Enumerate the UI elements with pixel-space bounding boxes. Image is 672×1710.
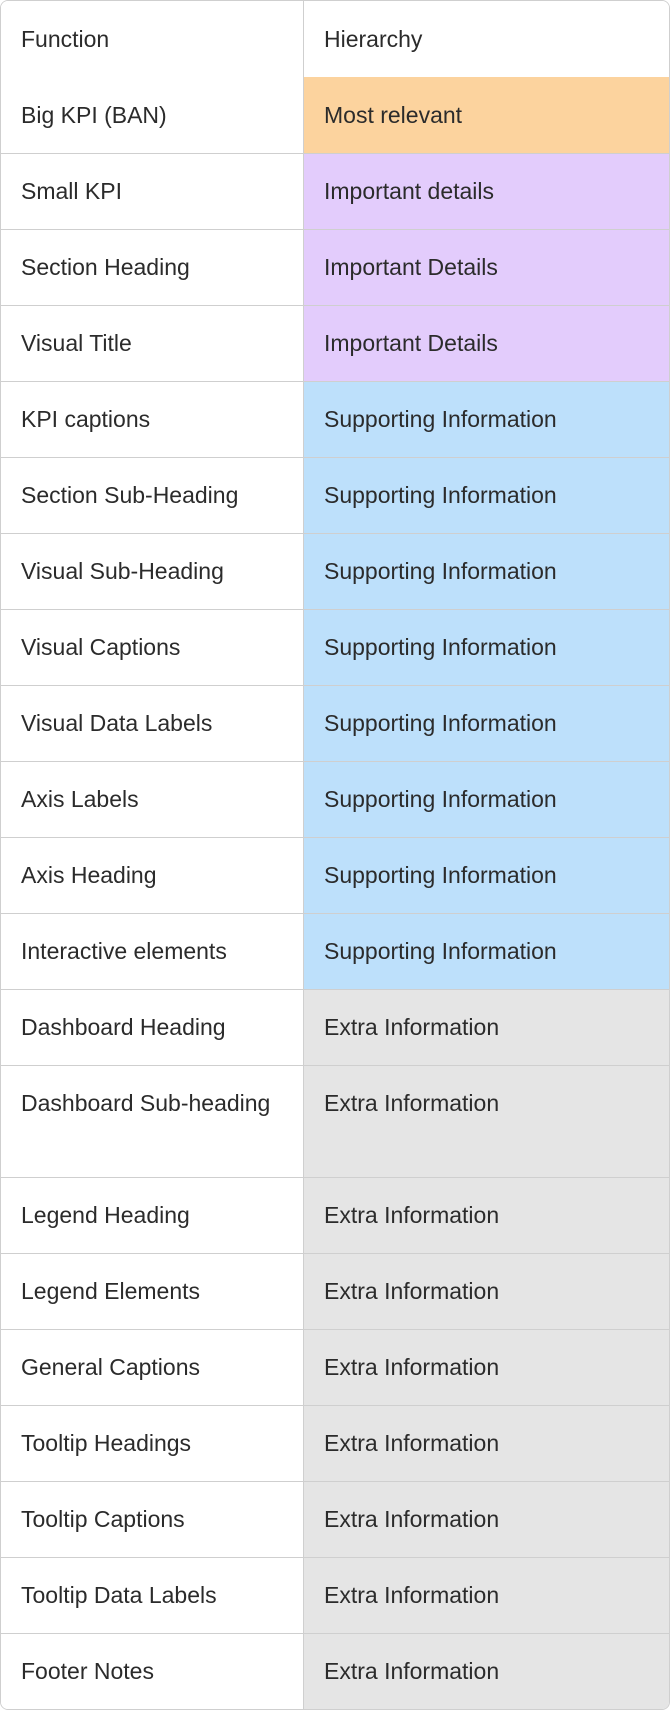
hierarchy-cell: Supporting Information	[304, 686, 669, 761]
function-cell: Dashboard Heading	[1, 990, 304, 1065]
hierarchy-cell: Extra Information	[304, 1558, 669, 1633]
hierarchy-cell: Extra Information	[304, 1330, 669, 1405]
hierarchy-cell: Supporting Information	[304, 914, 669, 989]
function-cell: Section Sub-Heading	[1, 458, 304, 533]
hierarchy-cell: Supporting Information	[304, 534, 669, 609]
function-cell: Big KPI (BAN)	[1, 77, 304, 153]
hierarchy-cell: Extra Information	[304, 1406, 669, 1481]
table-header-row: Function Hierarchy	[1, 1, 669, 77]
function-cell: Footer Notes	[1, 1634, 304, 1709]
hierarchy-cell: Important Details	[304, 306, 669, 381]
hierarchy-cell: Extra Information	[304, 1482, 669, 1557]
hierarchy-cell: Important Details	[304, 230, 669, 305]
function-cell: Small KPI	[1, 154, 304, 229]
hierarchy-cell: Important details	[304, 154, 669, 229]
hierarchy-cell: Extra Information	[304, 1178, 669, 1253]
hierarchy-cell: Extra Information	[304, 1066, 669, 1177]
function-cell: Tooltip Data Labels	[1, 1558, 304, 1633]
hierarchy-cell: Supporting Information	[304, 382, 669, 457]
function-cell: Legend Heading	[1, 1178, 304, 1253]
hierarchy-cell: Extra Information	[304, 990, 669, 1065]
function-cell: Visual Sub-Heading	[1, 534, 304, 609]
function-cell: Visual Data Labels	[1, 686, 304, 761]
function-cell: Axis Heading	[1, 838, 304, 913]
function-cell: KPI captions	[1, 382, 304, 457]
hierarchy-cell: Extra Information	[304, 1254, 669, 1329]
hierarchy-cell: Supporting Information	[304, 762, 669, 837]
header-hierarchy: Hierarchy	[304, 1, 669, 77]
function-cell: Visual Captions	[1, 610, 304, 685]
function-cell: Dashboard Sub-heading	[1, 1066, 304, 1177]
function-cell: Interactive elements	[1, 914, 304, 989]
hierarchy-cell: Extra Information	[304, 1634, 669, 1709]
table-row: Big KPI (BAN)Most relevant	[1, 77, 669, 153]
header-function: Function	[1, 1, 304, 77]
function-cell: Section Heading	[1, 230, 304, 305]
function-cell: General Captions	[1, 1330, 304, 1405]
function-cell: Tooltip Captions	[1, 1482, 304, 1557]
function-cell: Legend Elements	[1, 1254, 304, 1329]
function-cell: Tooltip Headings	[1, 1406, 304, 1481]
hierarchy-cell: Supporting Information	[304, 610, 669, 685]
hierarchy-cell: Supporting Information	[304, 458, 669, 533]
hierarchy-cell: Supporting Information	[304, 838, 669, 913]
function-cell: Visual Title	[1, 306, 304, 381]
function-cell: Axis Labels	[1, 762, 304, 837]
hierarchy-cell: Most relevant	[304, 77, 669, 153]
